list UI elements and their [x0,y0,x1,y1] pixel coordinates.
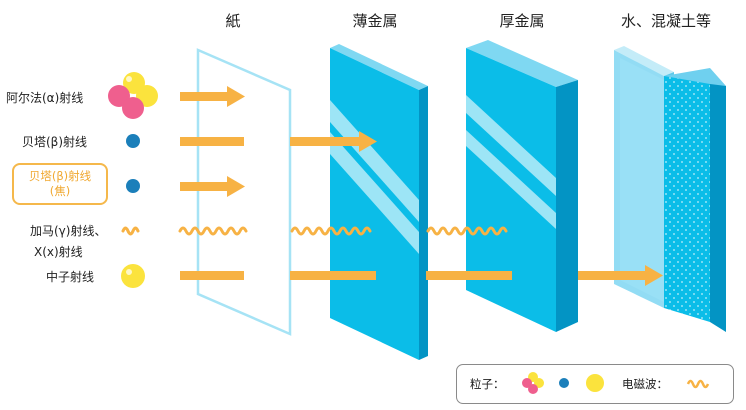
legend-particle-icon [522,372,544,394]
legend-wave-label: 电磁波： [622,377,668,391]
legend-neutron-icon [586,374,604,392]
legend-beta-icon [559,378,569,388]
beta-particle-icon [126,134,140,148]
neutron-particle-icon [121,264,145,288]
label-neutron: 中子射线 [46,270,95,284]
beta-special-box [12,163,108,205]
alpha-particle-icon [108,72,158,119]
beta-arrow-left [180,137,244,146]
thin-metal-plate [330,44,428,360]
label-gamma-line2: X(x)射线 [34,245,83,259]
legend-particles-label: 粒子： [470,377,505,391]
legend-box [456,364,734,404]
beta-arrow-right [290,131,377,152]
alpha-arrow [180,86,245,107]
header-thin-metal: 薄金属 [352,12,398,30]
header-thick-metal: 厚金属 [499,12,545,30]
header-paper: 紙 [225,12,241,30]
neutron-arrows [180,265,663,286]
gamma-wave-2 [290,226,372,236]
gamma-wave-3 [426,226,508,236]
paper-sheet [196,48,292,336]
label-gamma-line1: 加马(γ)射线、 [30,224,107,238]
beta-special-particle-icon [126,179,140,193]
gamma-wave-icon [121,226,140,236]
header-water-concrete: 水、混凝土等 [620,12,712,30]
thick-metal-plate [466,40,578,332]
gamma-wave-1 [178,226,248,236]
label-beta-special-line1: 贝塔(β)射线 [28,169,92,183]
beta-special-arrow [180,176,245,197]
water-concrete-block [614,46,726,332]
label-alpha: 阿尔法(α)射线 [6,91,84,105]
legend-wave-icon [686,379,710,389]
label-beta: 贝塔(β)射线 [22,135,88,149]
label-beta-special-line2: (焦) [49,184,71,198]
